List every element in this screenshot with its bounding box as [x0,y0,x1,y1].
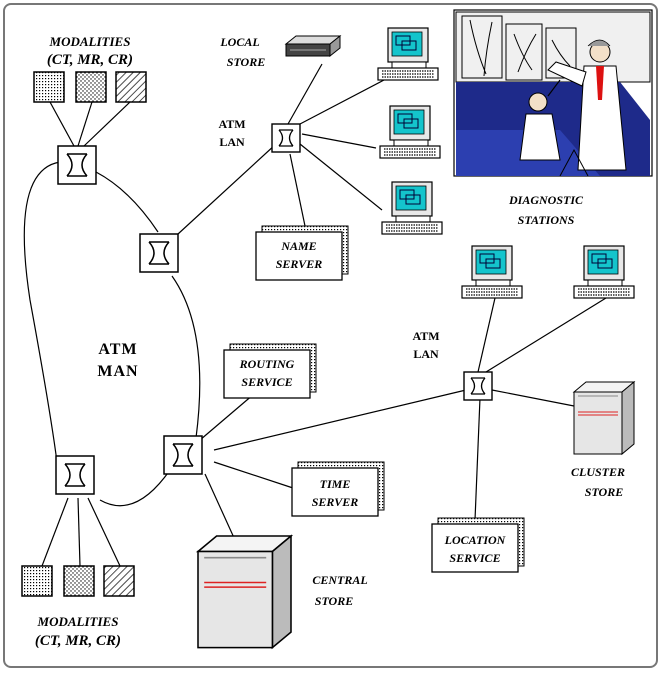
modality-icon [33,71,65,103]
name-server-box [255,225,349,281]
svg-text:STATIONS: STATIONS [518,213,575,227]
label-time-server: TIME SERVER [312,477,358,509]
svg-text:LOCATION: LOCATION [444,533,507,547]
svg-text:(CT, MR, CR): (CT, MR, CR) [35,633,121,649]
svg-text:LOCAL: LOCAL [219,35,259,49]
svg-text:CENTRAL: CENTRAL [312,573,367,587]
label-central-store: CENTRAL STORE [312,573,367,608]
atm-switch-lan-top [271,123,301,153]
label-location-service: LOCATION SERVICE [444,533,507,565]
routing-service-box [223,343,317,399]
server-tower-icon [573,381,635,455]
label-cluster-store: CLUSTER STORE [571,465,625,499]
atm-switch-bottom-left [55,455,95,495]
svg-text:(CT, MR, CR): (CT, MR, CR) [47,52,133,68]
modalities-bottom [21,565,135,597]
atm-switch-top-left [57,145,97,185]
svg-text:LAN: LAN [219,135,245,149]
modality-icon [103,565,135,597]
atm-switch-lan-right [463,371,493,401]
svg-text:SERVICE: SERVICE [241,375,292,389]
modality-icon [63,565,95,597]
label-atm-lan-right: ATM LAN [412,329,439,361]
modality-icon [115,71,147,103]
network-links [23,63,607,567]
svg-text:STORE: STORE [315,594,353,608]
label-name-server: NAME SERVER [276,239,322,271]
svg-text:SERVER: SERVER [312,495,358,509]
svg-text:STORE: STORE [585,485,623,499]
label-local-store: LOCAL STORE [219,35,265,69]
label-atm-lan-top: ATM LAN [218,117,245,149]
svg-text:ATM: ATM [412,329,439,343]
label-diagnostic-stations: DIAGNOSTIC STATIONS [508,193,584,227]
svg-text:DIAGNOSTIC: DIAGNOSTIC [508,193,584,207]
svg-text:NAME: NAME [280,239,316,253]
label-atm-man: ATM MAN [97,341,138,380]
svg-text:CLUSTER: CLUSTER [571,465,625,479]
storage-device-icon [284,34,342,58]
modality-icon [21,565,53,597]
atm-switch-central [163,435,203,475]
svg-text:ATM: ATM [218,117,245,131]
label-routing-service: ROUTING SERVICE [239,357,295,389]
label-modalities-top: MODALITIES (CT, MR, CR) [47,34,133,68]
svg-text:MODALITIES: MODALITIES [37,614,119,629]
svg-text:LAN: LAN [413,347,439,361]
svg-text:ATM: ATM [98,341,137,358]
modalities-top [33,71,147,103]
server-tower-icon [197,535,292,649]
radiologist-illustration [453,9,653,177]
atm-switch-mid [139,233,179,273]
label-modalities-bottom: MODALITIES (CT, MR, CR) [35,614,121,649]
svg-text:STORE: STORE [227,55,265,69]
svg-text:MODALITIES: MODALITIES [49,34,131,49]
svg-text:ROUTING: ROUTING [239,357,295,371]
svg-text:SERVER: SERVER [276,257,322,271]
svg-text:MAN: MAN [97,363,138,380]
svg-text:TIME: TIME [320,477,351,491]
svg-text:SERVICE: SERVICE [449,551,500,565]
modality-icon [75,71,107,103]
